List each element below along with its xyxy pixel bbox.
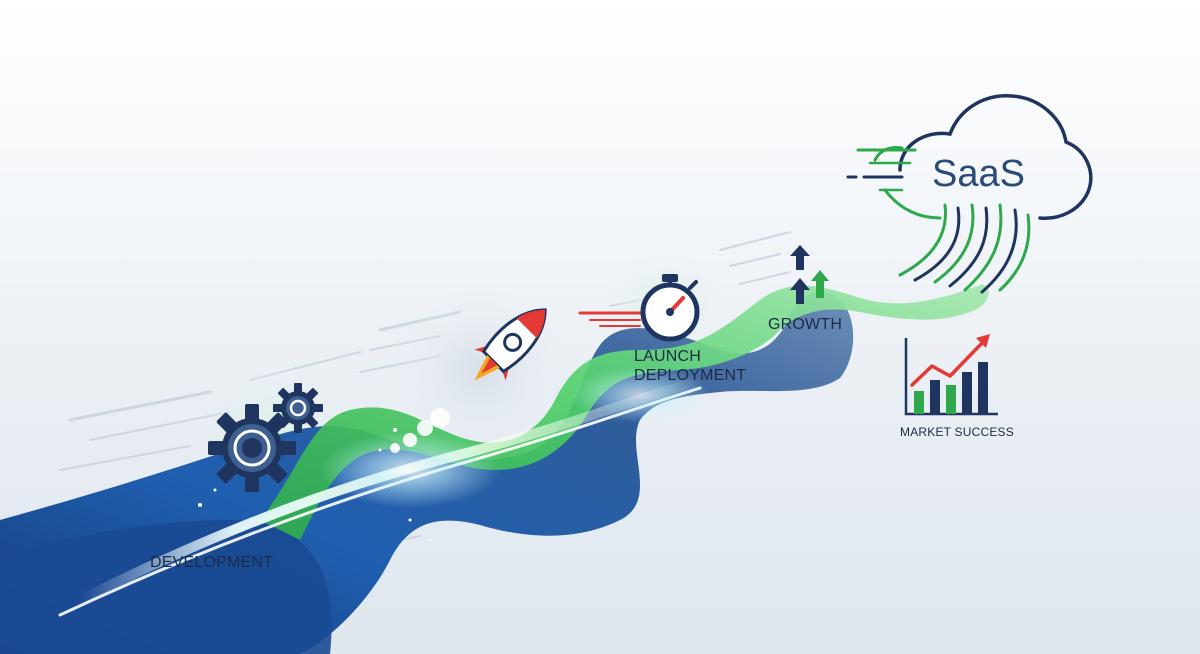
gears-icon	[208, 383, 323, 492]
journey-ribbon-green	[260, 284, 989, 540]
stage-label-market-success: MARKET SUCCESS	[900, 425, 1014, 439]
cloud-icon	[846, 94, 1093, 294]
up-arrows-icon	[790, 245, 829, 304]
stage-label-launch-deployment: LAUNCH DEPLOYMENT	[634, 347, 746, 385]
stage-label-deployment: DEPLOYMENT	[634, 367, 747, 384]
journey-ribbon-base	[0, 520, 332, 654]
saas-brand-text: SaaS	[932, 153, 1025, 195]
rocket-icon	[474, 308, 547, 381]
rocket-smoke	[390, 408, 450, 453]
stage-label-development: DEVELOPMENT	[150, 554, 274, 571]
stage-label-growth: GROWTH	[768, 316, 843, 333]
rising-bar-chart-icon	[904, 334, 998, 416]
stage-label-launch: LAUNCH	[634, 348, 701, 365]
stopwatch-icon	[578, 274, 700, 342]
sparkles	[198, 428, 432, 542]
